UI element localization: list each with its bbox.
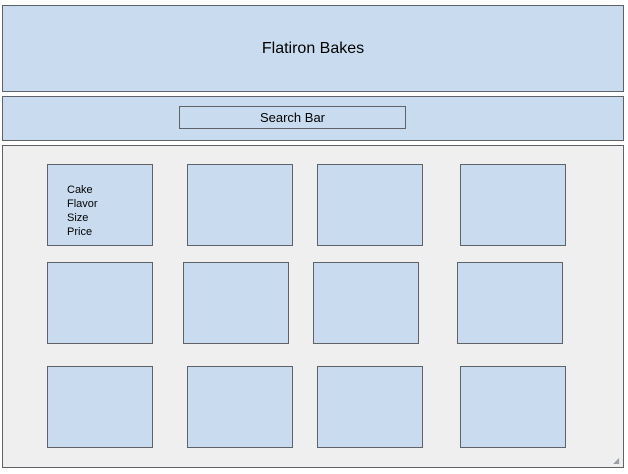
search-band: Search Bar <box>2 96 624 141</box>
product-card[interactable] <box>47 366 153 448</box>
card-detail-line: Flavor <box>67 198 98 210</box>
product-card[interactable] <box>47 262 153 344</box>
card-detail-line: Cake <box>67 184 93 196</box>
card-detail-line: Price <box>67 226 93 238</box>
product-card[interactable] <box>183 262 289 344</box>
product-card[interactable] <box>317 164 423 246</box>
product-card[interactable] <box>457 262 563 344</box>
product-card[interactable] <box>187 164 293 246</box>
page-title: Flatiron Bakes <box>261 40 365 57</box>
product-card[interactable] <box>187 366 293 448</box>
resize-handle-icon: ◢ <box>613 456 620 465</box>
product-card[interactable] <box>460 164 566 246</box>
header: Flatiron Bakes <box>2 5 624 92</box>
search-bar[interactable]: Search Bar <box>179 106 406 129</box>
card-detail-line: Size <box>67 212 89 224</box>
product-card[interactable] <box>313 262 419 344</box>
product-card[interactable] <box>317 366 423 448</box>
product-card[interactable] <box>460 366 566 448</box>
